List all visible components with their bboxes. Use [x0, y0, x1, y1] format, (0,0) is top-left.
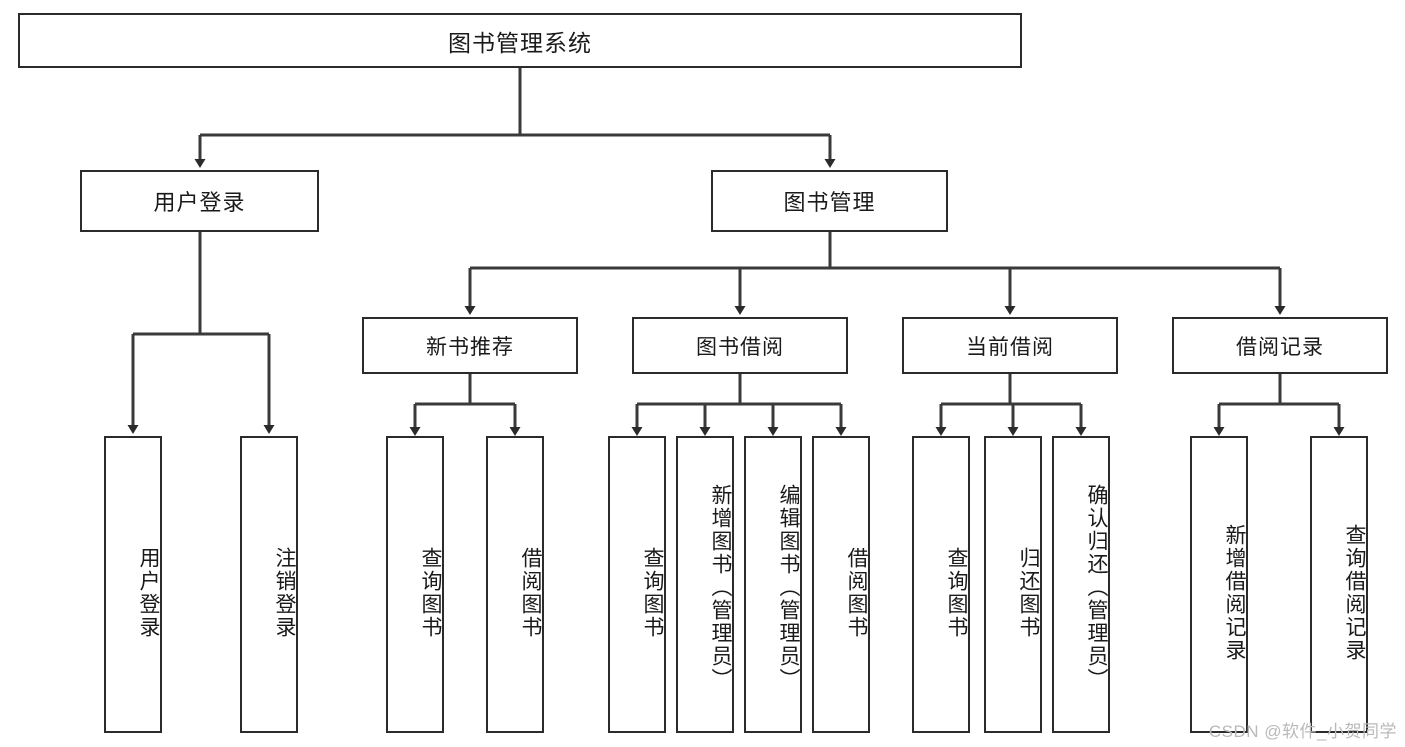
node-leaf-8[interactable]: 查询图书: [912, 436, 970, 733]
node-leaf-11[interactable]: 新增借阅记录: [1190, 436, 1248, 733]
node-leaf-9-label: 归还图书: [1017, 546, 1040, 639]
node-branch-1[interactable]: 图书管理: [711, 170, 948, 232]
node-leaf-1-label: 注销登录: [273, 546, 296, 639]
node-group-3-label: 借阅记录: [1236, 335, 1324, 359]
node-leaf-6[interactable]: 编辑图书（管理员）: [744, 436, 802, 733]
node-leaf-4[interactable]: 查询图书: [608, 436, 666, 733]
node-branch-1-label: 图书管理: [783, 190, 876, 215]
node-leaf-10-label: 确认归还（管理员）: [1085, 484, 1108, 691]
node-root-system[interactable]: 图书管理系统: [18, 13, 1022, 68]
node-group-3[interactable]: 借阅记录: [1172, 317, 1388, 374]
node-leaf-5[interactable]: 新增图书（管理员）: [676, 436, 734, 733]
node-group-2-label: 当前借阅: [966, 335, 1054, 359]
node-group-2[interactable]: 当前借阅: [902, 317, 1118, 374]
node-leaf-12-label: 查询借阅记录: [1343, 523, 1366, 662]
node-group-1-label: 图书借阅: [696, 335, 784, 359]
node-group-0-label: 新书推荐: [426, 335, 514, 359]
node-leaf-3-label: 借阅图书: [519, 546, 542, 639]
node-leaf-0[interactable]: 用户登录: [104, 436, 162, 733]
node-leaf-8-label: 查询图书: [945, 546, 968, 639]
node-leaf-9[interactable]: 归还图书: [984, 436, 1042, 733]
node-leaf-7-label: 借阅图书: [845, 546, 868, 639]
node-group-0[interactable]: 新书推荐: [362, 317, 578, 374]
node-branch-0-label: 用户登录: [153, 190, 246, 215]
node-leaf-10[interactable]: 确认归还（管理员）: [1052, 436, 1110, 733]
node-leaf-4-label: 查询图书: [641, 546, 664, 639]
node-root-system-label: 图书管理系统: [448, 29, 592, 56]
node-leaf-3[interactable]: 借阅图书: [486, 436, 544, 733]
node-leaf-1[interactable]: 注销登录: [240, 436, 298, 733]
node-leaf-0-label: 用户登录: [137, 546, 160, 639]
node-leaf-2-label: 查询图书: [419, 546, 442, 639]
node-group-1[interactable]: 图书借阅: [632, 317, 848, 374]
node-leaf-12[interactable]: 查询借阅记录: [1310, 436, 1368, 733]
node-branch-0[interactable]: 用户登录: [80, 170, 319, 232]
node-leaf-11-label: 新增借阅记录: [1223, 523, 1246, 662]
node-leaf-2[interactable]: 查询图书: [386, 436, 444, 733]
node-leaf-7[interactable]: 借阅图书: [812, 436, 870, 733]
node-leaf-6-label: 编辑图书（管理员）: [777, 484, 800, 691]
watermark-text: CSDN @软件_小贺同学: [1208, 722, 1397, 741]
node-leaf-5-label: 新增图书（管理员）: [709, 484, 732, 691]
